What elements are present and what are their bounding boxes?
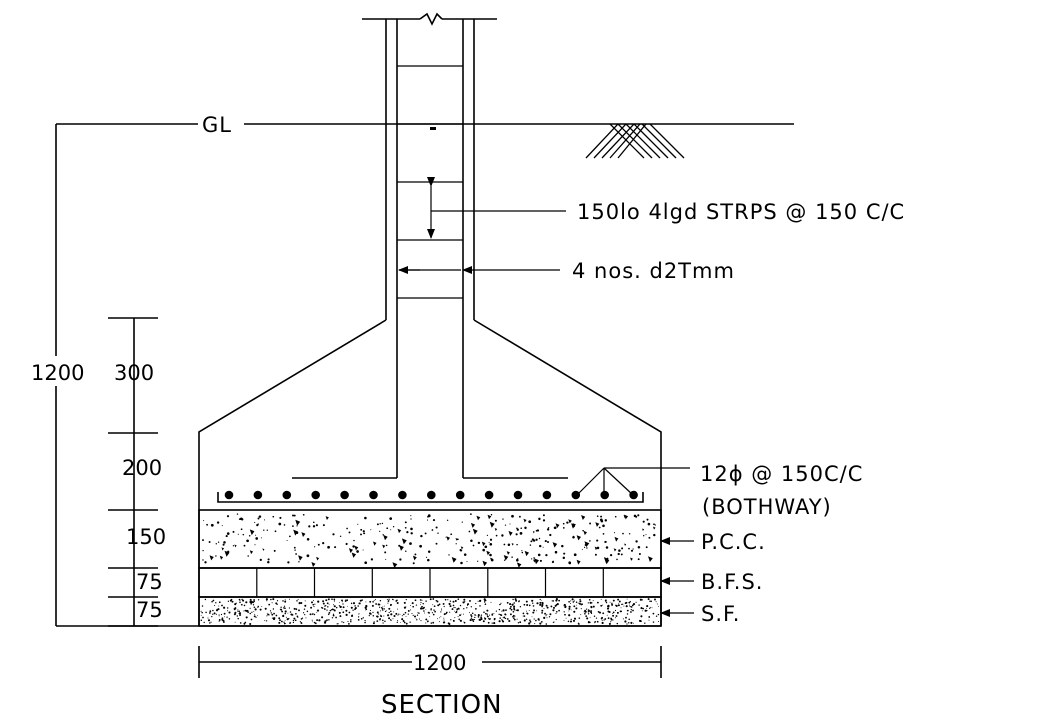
soil-hatch-symbol	[585, 123, 685, 159]
gl-label: GL	[202, 113, 232, 137]
sf-depth-label: 75	[136, 598, 163, 622]
rebar-dot	[253, 490, 263, 500]
rebar-dot	[571, 490, 581, 500]
rebar-dot	[224, 490, 234, 500]
rebar-dot	[484, 490, 494, 500]
main-bars-leader: 4 nos. d2Tmm	[398, 259, 735, 283]
rebar-dot	[542, 490, 552, 500]
rebar-dot	[282, 490, 292, 500]
sf-sand-pattern	[200, 598, 660, 626]
width-dimension: 1200	[198, 646, 662, 678]
rebar-dot	[398, 490, 407, 500]
bfs-layer: B.F.S.	[198, 567, 763, 598]
bfs-brick-pattern	[256, 568, 604, 597]
sf-layer: S.F.	[198, 596, 740, 627]
bfs-depth-label: 75	[136, 570, 163, 594]
rebar-dots	[224, 490, 638, 500]
rebar-dot	[340, 490, 349, 500]
layer-depth-dimensions: 300 200 150 75 75	[108, 317, 166, 627]
rebar-dot	[455, 490, 465, 500]
rebar-dot	[513, 490, 523, 500]
main-bars-annotation: 4 nos. d2Tmm	[572, 259, 735, 283]
width-label: 1200	[413, 651, 466, 675]
column-break-line	[362, 12, 497, 26]
stirrup-spacing-leader: 150lo 4lgd STRPS @ 150 C/C	[427, 177, 905, 239]
rebar-dot	[600, 490, 609, 500]
column	[385, 19, 475, 478]
bfs-label: B.F.S.	[701, 570, 763, 594]
stirrup-annotation: 150lo 4lgd STRPS @ 150 C/C	[577, 200, 905, 224]
footing-bars-annotation: 12ɸ @ 150C/C	[700, 462, 863, 486]
taper-depth-label: 300	[114, 361, 154, 385]
rebar-dot	[311, 490, 321, 500]
pcc-depth-label: 150	[126, 525, 166, 549]
section-title: SECTION	[381, 690, 503, 720]
rebar-dot	[369, 490, 378, 500]
pcc-layer: P.C.C.	[198, 509, 766, 569]
pcc-speckle-pattern	[202, 513, 656, 569]
footing-bars-note: (BOTHWAY)	[702, 495, 832, 519]
footing-depth-label: 200	[122, 456, 162, 480]
total-depth-label: 1200	[31, 361, 84, 385]
ground-level: GL	[56, 113, 794, 159]
pcc-label: P.C.C.	[701, 530, 766, 554]
rebar-dot	[427, 490, 436, 500]
footing-reinforcement: 12ɸ @ 150C/C (BOTHWAY)	[217, 462, 863, 519]
sf-label: S.F.	[701, 602, 740, 626]
